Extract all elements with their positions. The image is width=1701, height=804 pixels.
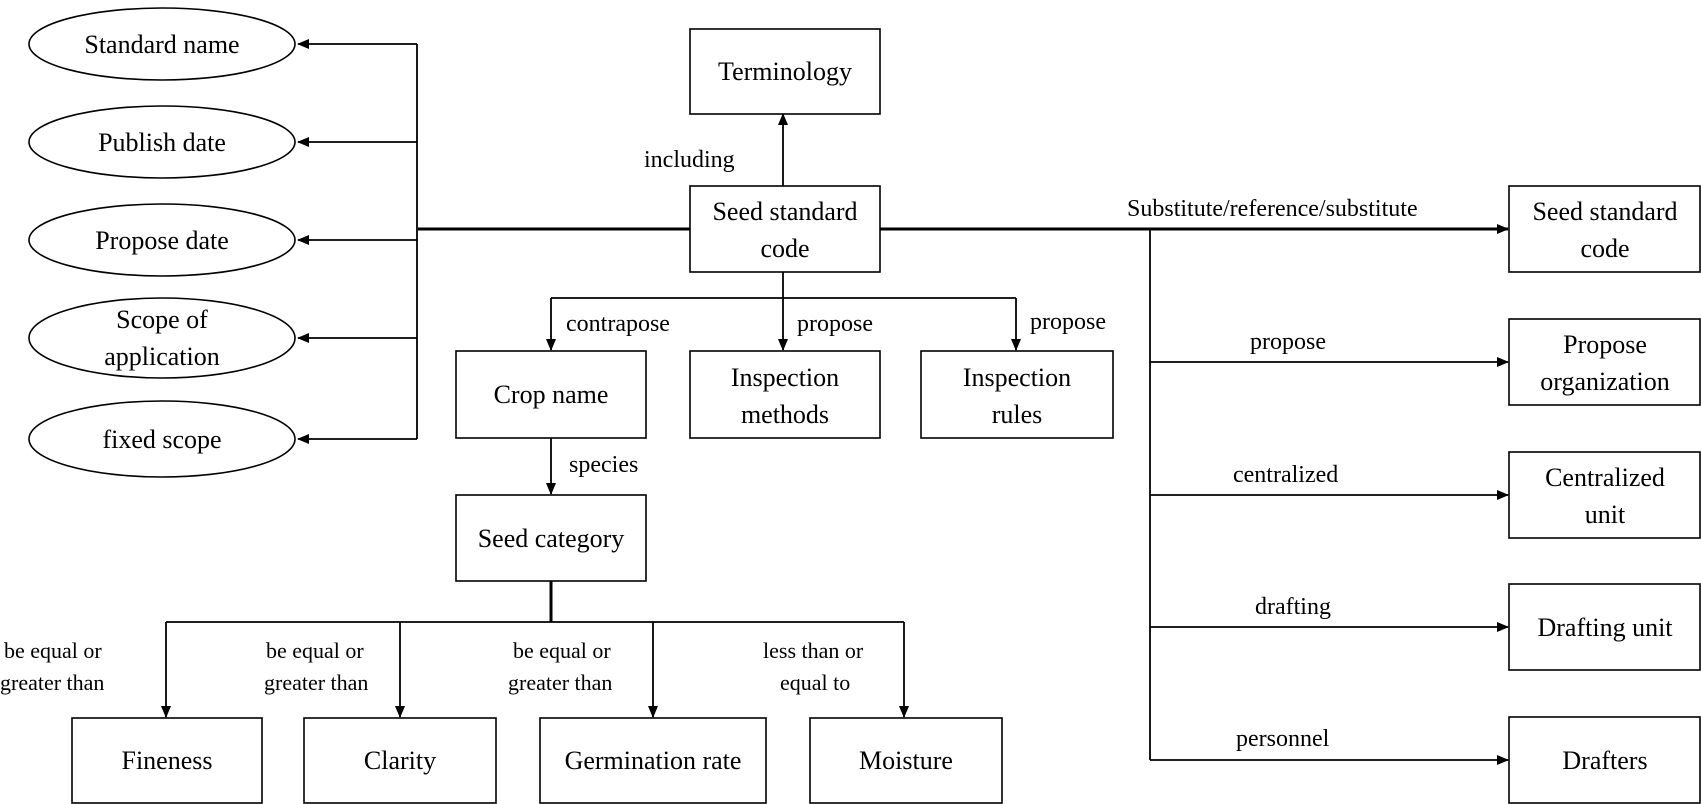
node-fixed-scope-label: fixed scope [102,425,221,454]
node-crop-name-label: Crop name [494,380,609,409]
node-seed-standard-code-ref-label-2: code [1580,234,1629,263]
node-germination-rate: Germination rate [539,717,767,804]
label-including: including [644,147,735,173]
node-inspection-methods-label-2: methods [741,400,829,429]
node-drafters-label: Drafters [1562,746,1647,775]
node-seed-standard-code-ref: Seed standard code [1508,185,1701,273]
node-centralized-unit: Centralized unit [1508,451,1701,539]
node-fineness-label: Fineness [122,746,213,775]
node-inspection-rules-label-2: rules [992,400,1043,429]
label-fineness-rel-2: greater than [0,670,104,695]
node-germination-rate-label: Germination rate [565,746,742,775]
label-moisture-rel-2: equal to [780,670,850,695]
node-moisture-label: Moisture [859,746,953,775]
node-seed-standard-code-label-1: Seed standard [712,197,857,226]
node-scope-of-application-label-2: application [104,342,220,371]
node-clarity: Clarity [303,717,497,804]
node-propose-organization-label-1: Propose [1563,330,1647,359]
node-propose-organization-label-2: organization [1540,367,1669,396]
node-propose-date-label: Propose date [95,226,229,255]
node-inspection-rules-label-1: Inspection [963,363,1071,392]
label-propose-rules: propose [1030,309,1106,335]
node-inspection-rules: Inspection rules [920,350,1114,439]
label-clarity-rel-2: greater than [264,670,368,695]
node-inspection-methods-label-1: Inspection [731,363,839,392]
label-propose-organization: propose [1250,329,1326,355]
label-germination-rel-1: be equal or [513,638,611,663]
node-standard-name-label: Standard name [84,30,239,59]
label-centralized: centralized [1233,462,1338,488]
label-propose-methods: propose [797,311,873,337]
label-substitute: Substitute/reference/substitute [1127,196,1418,222]
node-scope-of-application: Scope of application [28,297,296,379]
node-propose-date: Propose date [28,203,296,277]
node-seed-category-label: Seed category [478,524,625,553]
node-drafting-unit: Drafting unit [1508,583,1701,671]
node-drafters: Drafters [1508,716,1701,804]
node-fineness: Fineness [71,717,263,804]
node-standard-name: Standard name [28,7,296,81]
label-personnel: personnel [1236,726,1330,752]
label-fineness-rel-1: be equal or [4,638,102,663]
node-drafting-unit-label: Drafting unit [1537,613,1673,642]
node-seed-standard-code: Seed standard code [689,185,881,273]
node-clarity-label: Clarity [364,746,436,775]
node-terminology: Terminology [689,28,881,115]
label-drafting: drafting [1255,594,1331,620]
node-fixed-scope: fixed scope [28,400,296,478]
label-species: species [569,452,638,478]
label-contrapose: contrapose [566,311,670,337]
label-clarity-rel-1: be equal or [266,638,364,663]
node-centralized-unit-label-1: Centralized [1545,463,1665,492]
node-inspection-methods: Inspection methods [689,350,881,439]
node-seed-standard-code-label-2: code [760,234,809,263]
node-seed-category: Seed category [455,494,647,582]
node-terminology-label: Terminology [718,57,852,86]
node-scope-of-application-label-1: Scope of [116,305,208,334]
node-centralized-unit-label-2: unit [1585,500,1626,529]
node-propose-organization: Propose organization [1508,318,1701,406]
node-crop-name: Crop name [455,350,647,439]
label-germination-rel-2: greater than [508,670,612,695]
node-publish-date-label: Publish date [98,128,226,157]
node-moisture: Moisture [809,717,1003,804]
node-publish-date: Publish date [28,105,296,179]
label-moisture-rel-1: less than or [763,638,864,663]
node-seed-standard-code-ref-label-1: Seed standard [1532,197,1677,226]
